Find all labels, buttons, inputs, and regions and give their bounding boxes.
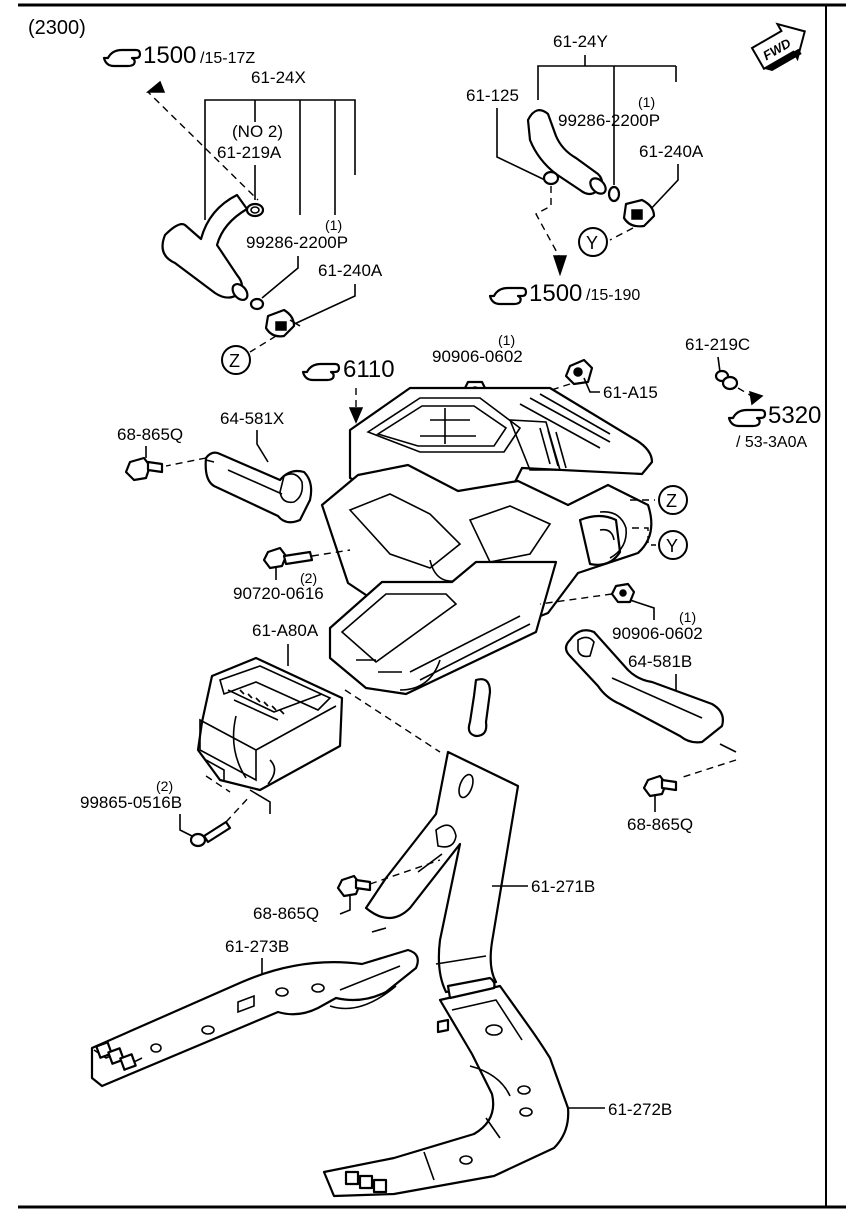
callout-1500-b[interactable]: 1500 /15-190 <box>488 280 640 307</box>
ref-marker-z-right-text: Z <box>666 491 677 511</box>
ref-marker-y-right[interactable]: Y <box>658 530 688 560</box>
label-61-240a-left: 61-240A <box>318 261 383 280</box>
bracket-61-24x <box>204 99 356 220</box>
duct-64-581b[interactable] <box>564 629 737 753</box>
label-99865-0516b: 99865-0516B <box>80 793 182 812</box>
push-clip-68-865q-c[interactable] <box>336 874 372 898</box>
label-61-272b: 61-272B <box>608 1100 672 1119</box>
label-68-865q-a: 68-865Q <box>117 425 183 444</box>
label-61-125: 61-125 <box>466 86 519 105</box>
label-64-581x: 64-581X <box>220 409 284 428</box>
label-90906-0602-top: 90906-0602 <box>432 347 523 366</box>
pointing-hand-icon <box>488 286 528 306</box>
blower-unit-61-a80a[interactable] <box>196 656 344 814</box>
heater-hose-left[interactable] <box>161 193 251 303</box>
label-61-24y: 61-24Y <box>553 32 608 51</box>
label-qty-1-c: (1) <box>498 332 515 348</box>
label-90720-0616: 90720-0616 <box>233 584 324 603</box>
label-qty-1-b: (1) <box>638 94 655 110</box>
screw-99865-0516b[interactable] <box>189 820 232 848</box>
heater-unit-assembly[interactable] <box>320 386 654 738</box>
hose-clamp-99286-a[interactable] <box>249 297 265 311</box>
bolt-90720-0616[interactable] <box>262 546 314 570</box>
hose-clamp-61-125[interactable] <box>542 170 560 186</box>
label-68-865q-c: 68-865Q <box>253 904 319 923</box>
label-qty-2-a: (2) <box>300 570 317 586</box>
label-64-581b: 64-581B <box>628 652 692 671</box>
fwd-arrow-icon: FWD <box>750 22 806 71</box>
duct-61-271b[interactable] <box>364 750 520 994</box>
callout-5320[interactable]: 5320 / 53-3A0A <box>727 402 821 451</box>
label-qty-1-d: (1) <box>679 609 696 625</box>
label-qty-2-b: (2) <box>156 778 173 794</box>
callout-5320-sub: / 53-3A0A <box>736 434 807 451</box>
ref-marker-z-left-text: Z <box>229 351 240 371</box>
callout-5320-main: 5320 <box>768 402 821 429</box>
ref-marker-y-top[interactable]: Y <box>578 227 608 257</box>
ref-marker-z-right[interactable]: Z <box>658 485 688 515</box>
ref-marker-y-right-text: Y <box>666 536 678 556</box>
push-clip-68-865q-b[interactable] <box>642 774 678 798</box>
duct-61-272b[interactable] <box>322 976 570 1198</box>
callout-1500-a[interactable]: 1500 /15-17Z <box>102 42 255 69</box>
callout-1500-a-sub: /15-17Z <box>200 50 255 67</box>
duct-64-581x[interactable] <box>204 451 313 524</box>
label-68-865q-b: 68-865Q <box>627 815 693 834</box>
label-61-a80a: 61-A80A <box>252 621 319 640</box>
label-61-a15: 61-A15 <box>603 383 658 402</box>
label-99286-2200p-a: 99286-2200P <box>246 233 348 252</box>
label-90906-0602-right: 90906-0602 <box>612 624 703 643</box>
heater-hose-right[interactable] <box>526 109 609 196</box>
pointing-hand-icon <box>301 362 341 382</box>
arrowhead-1500a <box>145 80 166 93</box>
pointing-hand-icon <box>102 48 142 68</box>
push-clip-68-865q-a[interactable] <box>124 456 164 482</box>
label-99286-2200p-b: 99286-2200P <box>558 111 660 130</box>
callout-6110[interactable]: 6110 <box>301 356 395 383</box>
ref-marker-y-top-text: Y <box>586 233 598 253</box>
label-61-219c: 61-219C <box>685 335 750 354</box>
callout-1500-b-sub: /15-190 <box>586 287 640 304</box>
hose-clamp-61-219a[interactable] <box>245 202 265 218</box>
duct-61-273b[interactable] <box>90 948 419 1088</box>
label-61-240a-right: 61-240A <box>639 142 704 161</box>
section-code: (2300) <box>28 17 86 39</box>
hose-connector-61-240a-right[interactable] <box>622 198 656 228</box>
label-no2: (NO 2) <box>232 122 283 141</box>
callout-1500-b-main: 1500 <box>529 280 582 307</box>
label-61-273b: 61-273B <box>225 937 289 956</box>
nut-90906-right[interactable] <box>610 582 636 604</box>
callout-1500-a-main: 1500 <box>143 42 196 69</box>
ref-marker-z-left[interactable]: Z <box>221 345 251 375</box>
grommet-61-a15[interactable] <box>564 358 594 386</box>
pointing-hand-icon <box>727 408 767 428</box>
hose-connector-61-240a-left[interactable] <box>264 308 301 338</box>
label-qty-1-a: (1) <box>325 217 342 233</box>
label-61-24x: 61-24X <box>251 68 306 87</box>
label-61-271b: 61-271B <box>531 877 595 896</box>
hose-clamp-99286-b[interactable] <box>607 185 621 203</box>
clip-61-219c[interactable] <box>714 369 739 391</box>
callout-6110-main: 6110 <box>343 356 395 383</box>
label-61-219a: 61-219A <box>217 143 282 162</box>
